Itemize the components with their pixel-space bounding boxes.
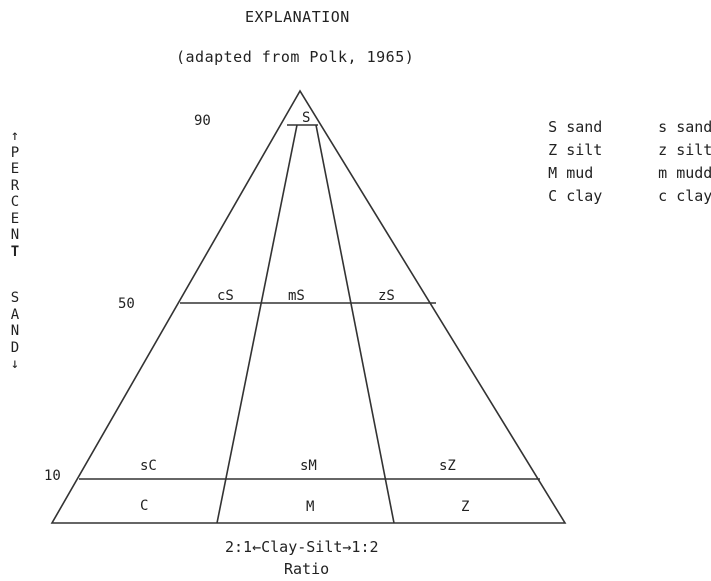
tick-10: 10	[44, 468, 61, 484]
legend-name: mud	[566, 164, 594, 182]
legend-code: Z	[548, 141, 558, 159]
triangle-outline	[50, 89, 567, 524]
legend-row: M mud	[512, 146, 593, 200]
region-sandy-silt: sZ	[439, 458, 456, 474]
y-axis-label: ↑ P E R C E N T S A N D ↓	[8, 128, 22, 373]
y-axis-letter: T	[10, 243, 20, 260]
legend-row: z silty	[622, 123, 711, 177]
x-axis-ratio-word: Ratio	[284, 560, 329, 578]
y-axis-letter: S	[10, 290, 20, 306]
legend-row: C clay	[512, 169, 602, 223]
y-axis-letter: E	[10, 210, 20, 227]
diagram-title: EXPLANATION	[245, 8, 350, 26]
arrow-down-icon: ↓	[10, 356, 20, 372]
region-sand: S	[302, 110, 310, 126]
y-axis-letter: N	[10, 227, 20, 243]
y-axis-letter: E	[10, 161, 20, 177]
legend-mod: s	[658, 118, 668, 136]
legend-name: sand	[566, 118, 603, 136]
legend-mod: c	[658, 187, 668, 205]
region-clayey-sand: cS	[217, 288, 234, 304]
region-sandy-mud: sM	[300, 458, 317, 474]
y-axis-letter: C	[10, 194, 20, 210]
y-axis-letter: N	[10, 323, 20, 339]
legend-mod-name: clayey	[676, 187, 711, 205]
legend-row: c clayey	[622, 169, 711, 223]
legend-code: C	[548, 187, 558, 205]
y-axis-letter: A	[10, 306, 20, 323]
legend-code: M	[548, 164, 558, 182]
region-muddy-sand: mS	[288, 288, 305, 304]
legend-row: s sand	[622, 100, 711, 154]
diagram-subtitle: (adapted from Polk, 1965)	[176, 48, 415, 66]
legend-mod-name: muddy	[676, 164, 711, 182]
region-sandy-clay: sC	[140, 458, 157, 474]
y-axis-letter: P	[10, 144, 20, 161]
tick-50: 50	[118, 296, 135, 312]
region-mud: M	[306, 499, 314, 515]
region-clay: C	[140, 498, 148, 514]
y-axis-letter: D	[10, 339, 20, 356]
legend-mod-name: sand	[676, 118, 711, 136]
region-silt: Z	[461, 499, 469, 515]
tick-90: 90	[194, 113, 211, 129]
legend-row: m muddy	[622, 146, 711, 200]
region-silty-sand: zS	[378, 288, 395, 304]
legend-name: clay	[566, 187, 603, 205]
x-axis-ratio-line: 2:1←Clay-Silt→1:2	[225, 538, 379, 556]
ratio-divider-left	[216, 124, 298, 524]
legend-code: S	[548, 118, 558, 136]
legend-mod: m	[658, 164, 668, 182]
legend-row: Z silt	[512, 123, 602, 177]
ratio-divider-right	[315, 124, 395, 524]
legend-mod: z	[658, 141, 668, 159]
y-axis-letter: R	[10, 177, 20, 194]
arrow-up-icon: ↑	[10, 128, 20, 144]
legend-name: silt	[566, 141, 603, 159]
legend-mod-name: silty	[676, 141, 711, 159]
legend-row: S sand	[512, 100, 602, 154]
